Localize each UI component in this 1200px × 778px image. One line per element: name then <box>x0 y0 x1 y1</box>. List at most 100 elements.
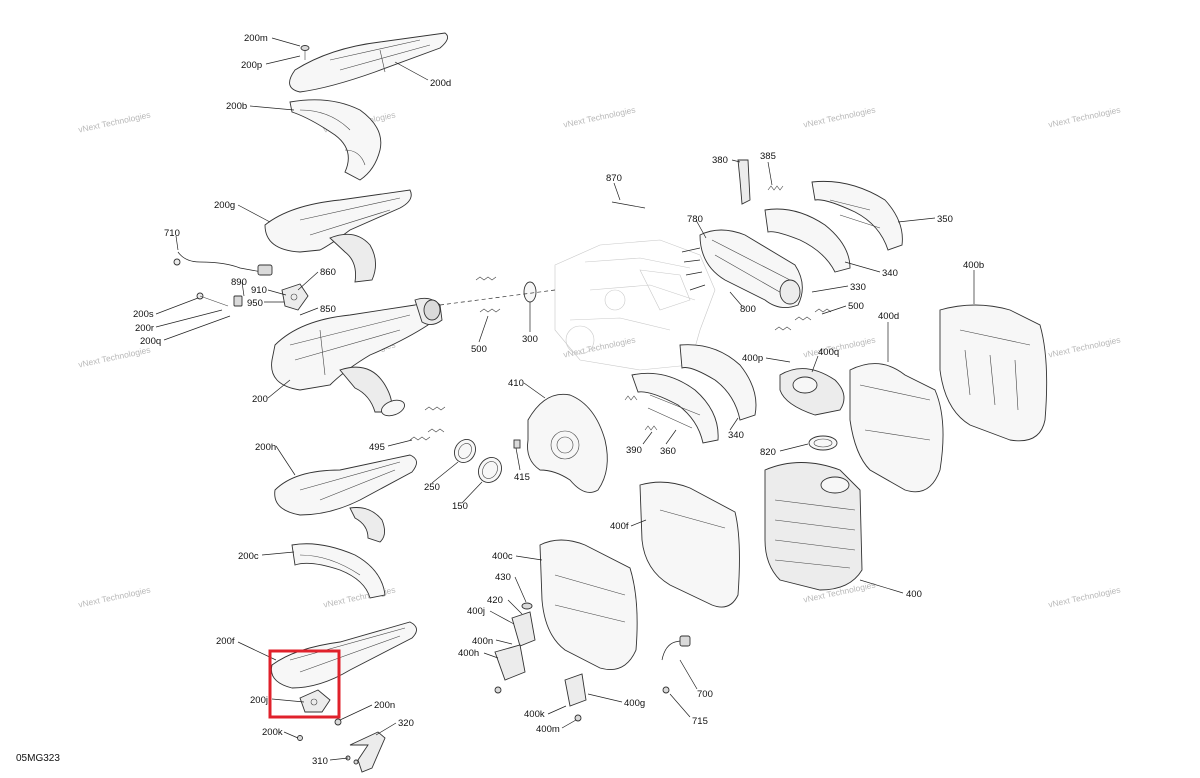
part-400h-bracket <box>494 644 526 694</box>
callout-400n: 400n <box>472 636 493 647</box>
part-715-clip <box>662 686 670 694</box>
part-150-gasket <box>478 457 502 483</box>
part-780-manifold <box>699 229 803 309</box>
part-710-sensor-wire <box>173 251 273 276</box>
callout-200m: 200m <box>244 33 268 44</box>
watermark: vNext Technologies <box>802 335 876 360</box>
callout-415: 415 <box>514 472 530 483</box>
part-500-springs <box>475 276 501 313</box>
part-890-clip <box>233 295 243 307</box>
callout-400f: 400f <box>610 521 629 532</box>
callout-200s: 200s <box>133 309 154 320</box>
part-350-heat-shield <box>811 180 903 251</box>
exhaust-centerline <box>439 289 556 306</box>
callout-200r: 200r <box>135 323 154 334</box>
callout-250: 250 <box>424 482 440 493</box>
callout-340-upper: 340 <box>882 268 898 279</box>
callout-400m: 400m <box>536 724 560 735</box>
part-200f-cover <box>270 621 417 689</box>
watermark: vNext Technologies <box>77 345 151 370</box>
callout-385: 385 <box>760 151 776 162</box>
part-300-gasket <box>523 281 537 303</box>
part-360-shield <box>631 372 719 444</box>
watermark: vNext Technologies <box>77 110 151 135</box>
callout-890: 890 <box>231 277 247 288</box>
callout-200f: 200f <box>216 636 235 647</box>
watermark: vNext Technologies <box>322 585 396 610</box>
part-400b-cover <box>939 304 1048 442</box>
watermark: vNext Technologies <box>1047 335 1121 360</box>
part-800-studs <box>681 247 706 291</box>
part-320-bracket <box>349 731 386 773</box>
callout-200: 200 <box>252 394 268 405</box>
callout-200k: 200k <box>262 727 283 738</box>
callout-320: 320 <box>398 718 414 729</box>
part-700-sensor <box>661 635 691 661</box>
part-340-upper-shield <box>764 208 851 273</box>
watermark: vNext Technologies <box>562 335 636 360</box>
part-380-bracket <box>737 159 751 205</box>
part-330-springs <box>774 308 832 331</box>
callout-400d: 400d <box>878 311 899 322</box>
part-400-muffler <box>764 462 863 591</box>
callout-200p: 200p <box>241 60 262 71</box>
part-400g-bracket <box>564 673 587 722</box>
callout-860: 860 <box>320 267 336 278</box>
callout-850: 850 <box>320 304 336 315</box>
callout-400: 400 <box>906 589 922 600</box>
watermark: vNext Technologies <box>77 585 151 610</box>
callout-500-right: 500 <box>848 301 864 312</box>
part-200s-hardware <box>196 292 229 307</box>
part-200c-cover <box>291 543 386 599</box>
part-870-rod <box>611 201 646 209</box>
callout-340-lower: 340 <box>728 430 744 441</box>
engine-ghost-outline <box>554 239 716 371</box>
callout-200h: 200h <box>255 442 276 453</box>
part-200d-upper-cover <box>289 32 449 93</box>
figure-code: 05MG323 <box>16 753 60 764</box>
watermark: vNext Technologies <box>1047 585 1121 610</box>
callout-200n: 200n <box>374 700 395 711</box>
callout-150: 150 <box>452 501 468 512</box>
part-310-bolts <box>345 755 359 765</box>
callout-400g: 400g <box>624 698 645 709</box>
highlight-box <box>268 649 341 719</box>
part-410-heat-shield <box>527 393 608 493</box>
callout-800: 800 <box>740 304 756 315</box>
part-250-gasket <box>454 439 476 463</box>
callout-330: 330 <box>850 282 866 293</box>
callout-410: 410 <box>508 378 524 389</box>
leader-lines <box>155 37 975 761</box>
part-200h-cover <box>274 454 417 543</box>
part-415-clip <box>513 439 521 449</box>
part-860-bracket <box>281 283 309 311</box>
callout-400c: 400c <box>492 551 513 562</box>
part-400c-cover <box>539 539 638 670</box>
part-200g-cover <box>264 189 412 283</box>
callout-870: 870 <box>606 173 622 184</box>
part-200b-heat-shield <box>289 99 382 181</box>
callout-910: 910 <box>251 285 267 296</box>
part-200n-nut <box>334 718 342 726</box>
callout-200q: 200q <box>140 336 161 347</box>
part-340-lower-shield <box>679 344 757 421</box>
callout-200j: 200j <box>250 695 268 706</box>
callout-400q: 400q <box>818 347 839 358</box>
watermark: vNext Technologies <box>802 105 876 130</box>
callout-360: 360 <box>660 446 676 457</box>
callout-390: 390 <box>626 445 642 456</box>
part-430-grommet <box>521 602 533 610</box>
part-400d-cover <box>849 363 944 493</box>
part-400p-flange <box>779 368 845 416</box>
callout-labels: 200m 200p 200d 200b 200g 710 890 910 950… <box>133 33 984 767</box>
callout-200b: 200b <box>226 101 247 112</box>
part-385-spring <box>767 185 784 191</box>
callout-300: 300 <box>522 334 538 345</box>
callout-700: 700 <box>697 689 713 700</box>
callout-715: 715 <box>692 716 708 727</box>
callout-400j: 400j <box>467 606 485 617</box>
part-200k-bolt <box>297 735 303 741</box>
callout-400h: 400h <box>458 648 479 659</box>
part-400f-cover <box>639 481 740 608</box>
